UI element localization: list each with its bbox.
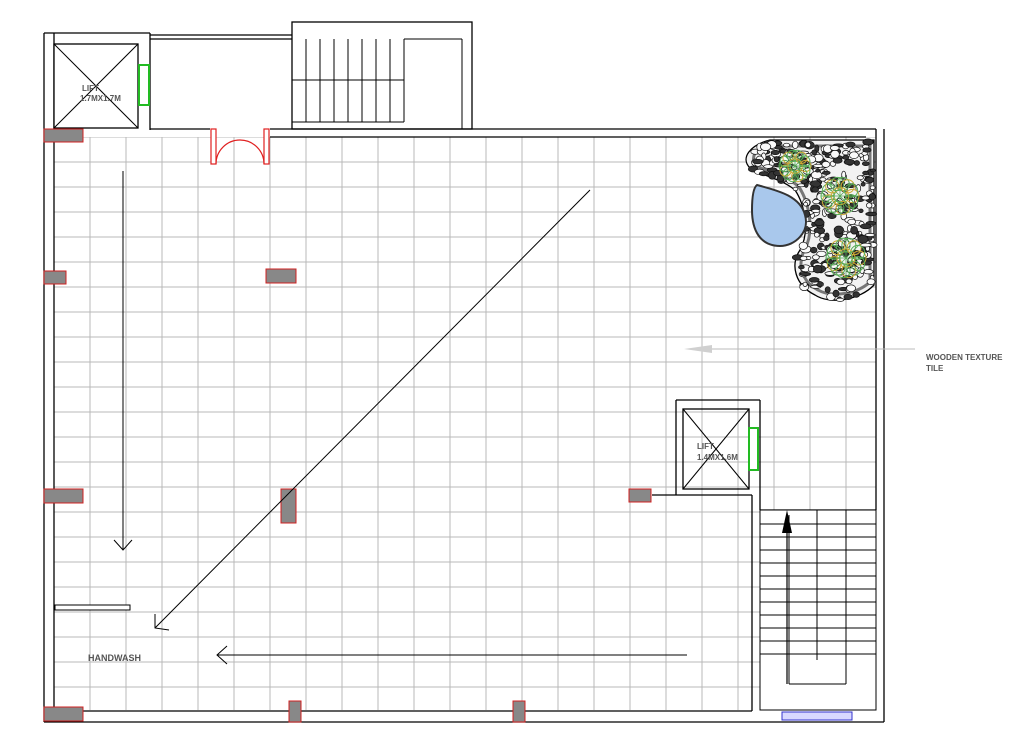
lift-top-left: LIFT 1.7MX1.7M (53, 43, 150, 129)
lift-label: LIFT (697, 442, 714, 451)
callout-text: TILE (926, 364, 944, 373)
outer-walls (43, 21, 885, 723)
bottom-right-staircase (759, 509, 877, 711)
column (43, 706, 84, 722)
lift-mid-right: LIFT 1.4MX1.6M (682, 408, 759, 490)
column (288, 700, 302, 723)
lift-size-label: 1.4MX1.6M (697, 453, 738, 462)
column (265, 268, 297, 284)
material-callout: WOODEN TEXTURE TILE (684, 345, 1003, 373)
pebble-garden-icon (745, 138, 878, 302)
pond (750, 183, 807, 248)
lift-size-label: 1.7MX1.7M (80, 94, 121, 103)
column (43, 270, 67, 285)
handwash-counter (54, 604, 131, 611)
column (43, 488, 84, 504)
lift-door[interactable] (748, 427, 759, 471)
handwash-label: HANDWASH (88, 653, 141, 663)
callout-text: WOODEN TEXTURE (926, 353, 1003, 362)
top-staircase (292, 38, 463, 129)
floor-tile-grid (54, 137, 876, 710)
arrow-up-icon (782, 510, 792, 684)
lift-door[interactable] (138, 64, 150, 106)
plant-icon (820, 176, 860, 216)
circulation-arrows (113, 171, 687, 665)
column (512, 700, 526, 723)
lift-label: LIFT (82, 84, 99, 93)
column (43, 128, 84, 143)
plant-icon (778, 149, 812, 183)
threshold (781, 711, 853, 721)
double-swing-door-icon[interactable] (210, 128, 270, 165)
plant-icon (825, 237, 867, 279)
structural-columns (43, 128, 652, 723)
column (628, 488, 652, 503)
